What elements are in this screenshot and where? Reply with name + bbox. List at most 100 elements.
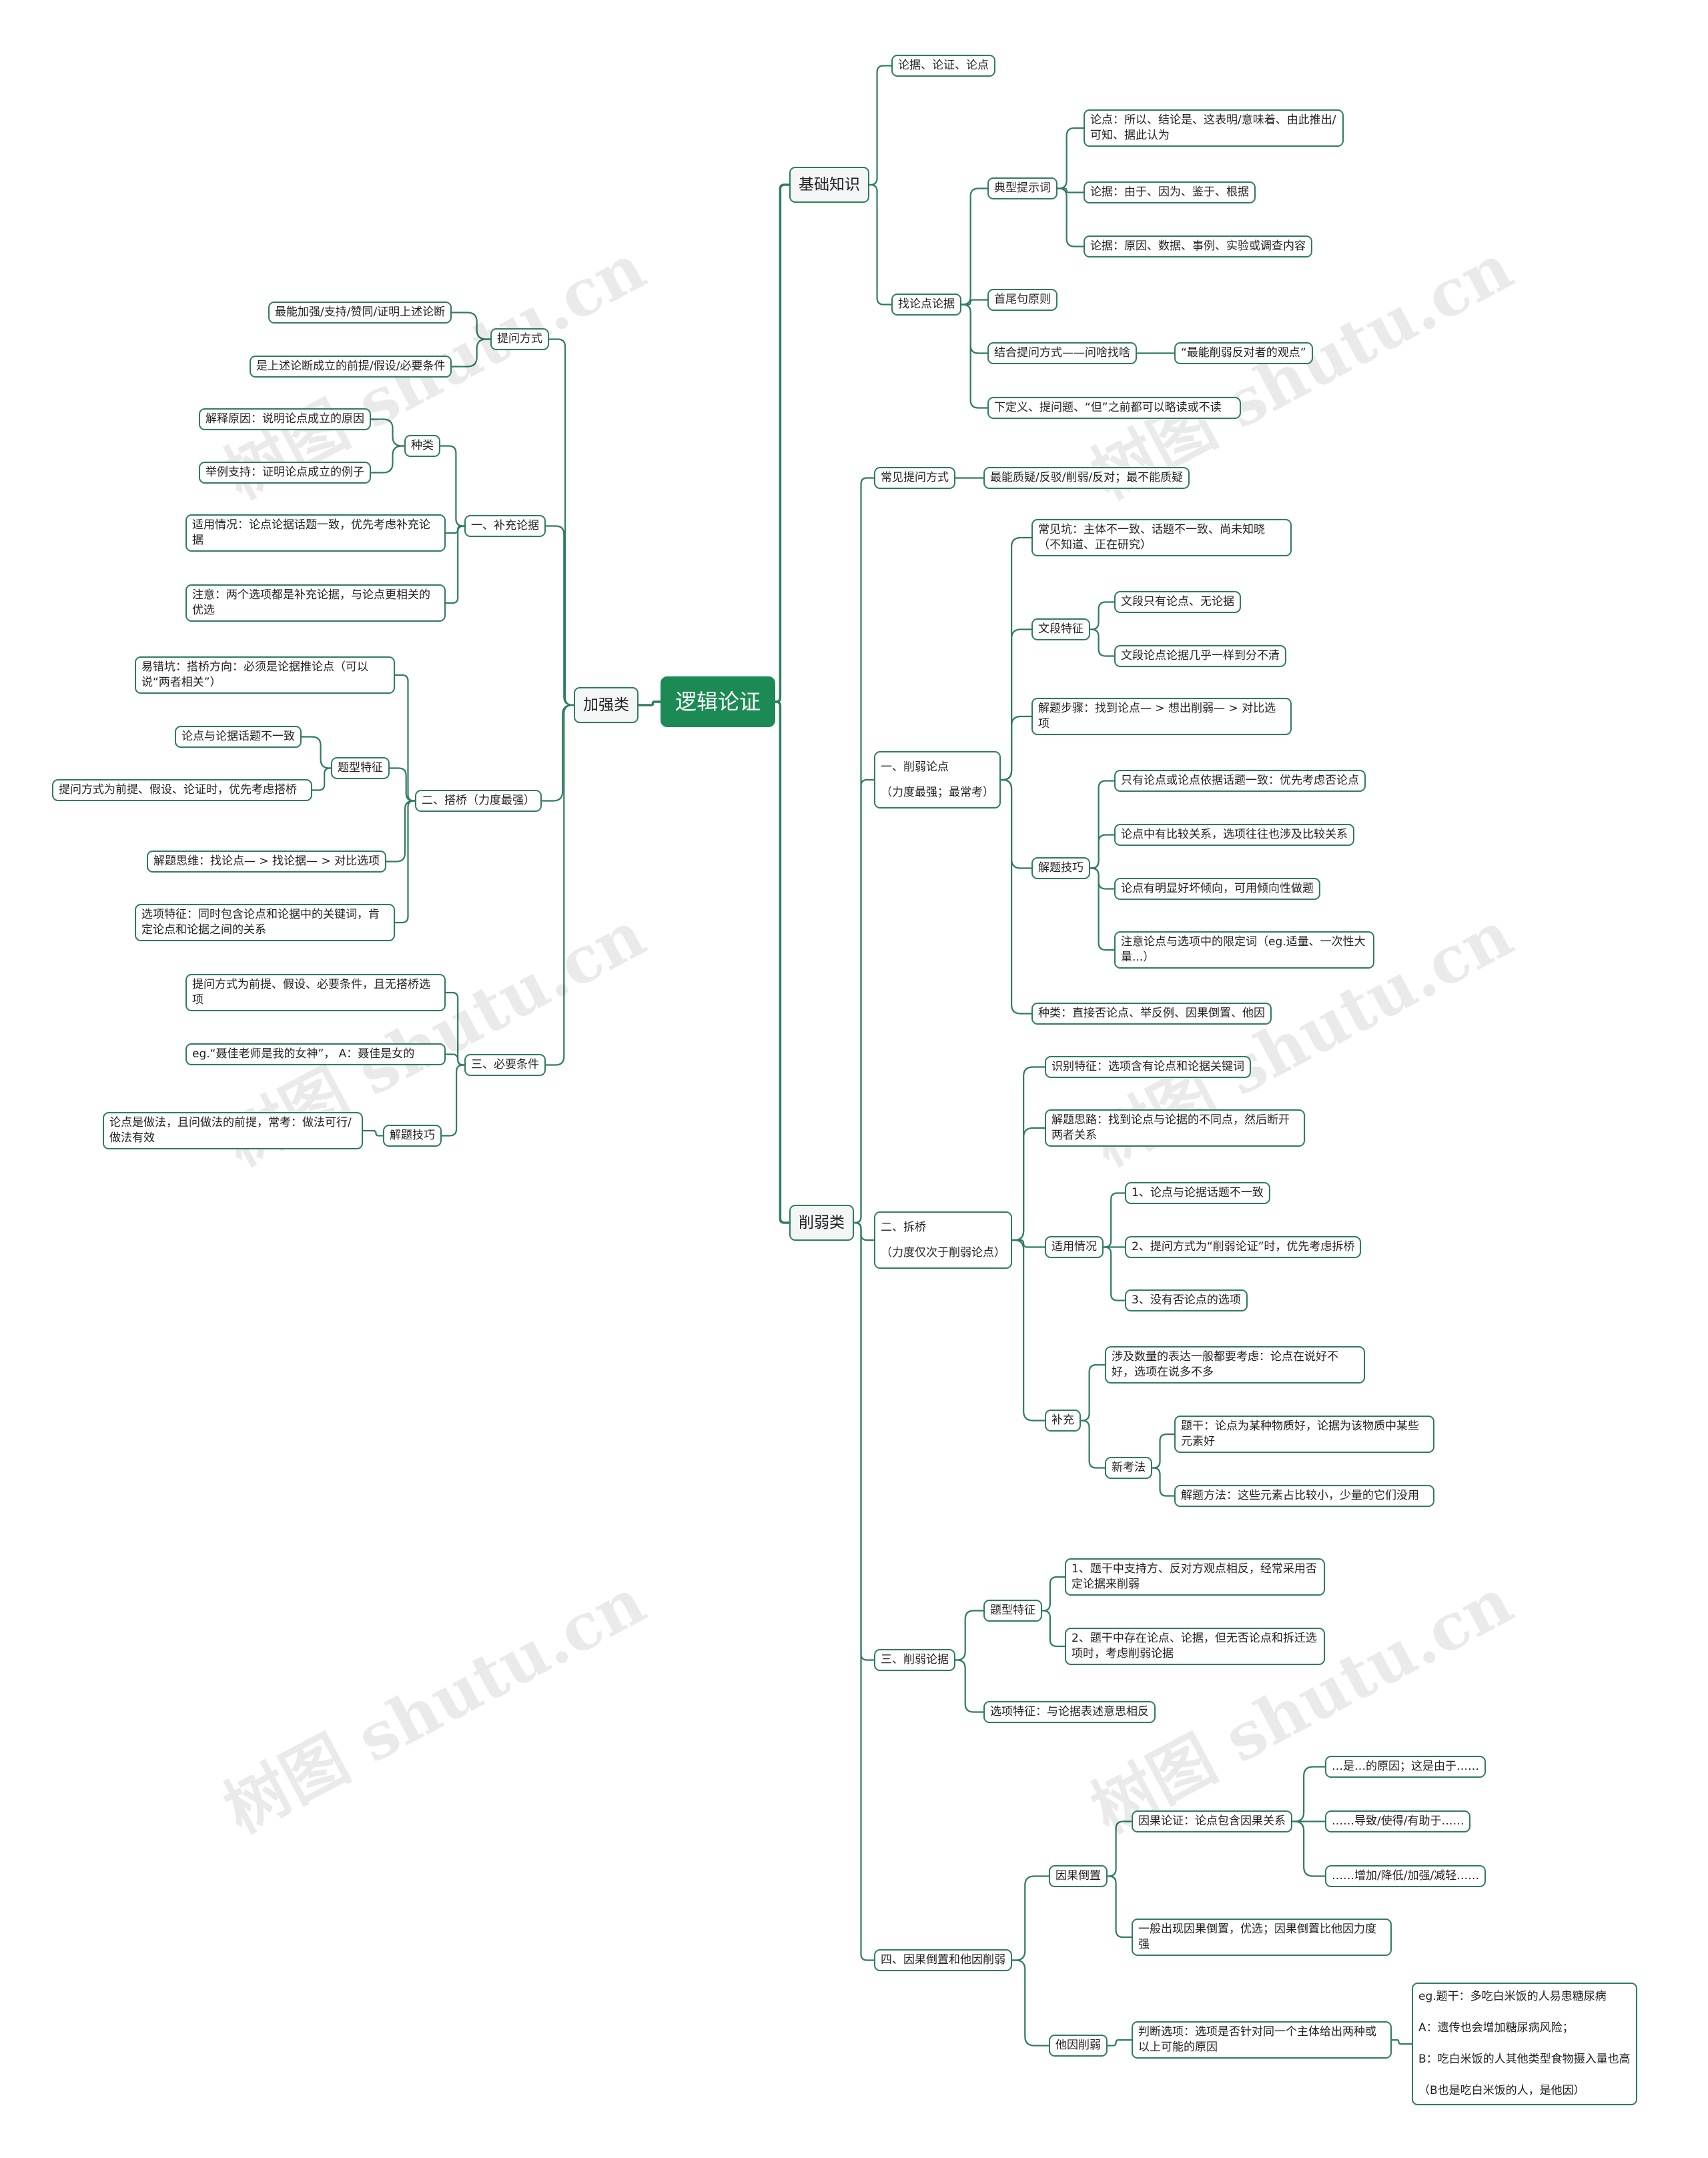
node-combine-question[interactable]: 结合提问方式——问啥找啥 (987, 342, 1137, 364)
connector-line (371, 445, 404, 474)
node-strengthen-question-1[interactable]: 最能加强/支持/赞同/证明上述论断 (268, 302, 452, 324)
node-applicable-cases[interactable]: 适用情况 (1045, 1236, 1104, 1258)
node-bridge-features[interactable]: 题型特征 (331, 757, 390, 779)
node-new-format-method[interactable]: 解题方法：这些元素占比较小，少量的它们没用 (1174, 1485, 1434, 1507)
node-other-cause-example[interactable]: eg.题干：多吃白米饭的人易患糖尿病 A：遗传也会增加糖尿病风险； B：吃白米饭… (1412, 1983, 1637, 2105)
connector-line (1392, 2039, 1412, 2045)
connector-line (390, 767, 415, 802)
node-solve-steps[interactable]: 解题步骤：找到论点— > 想出削弱— > 对比选项 (1031, 698, 1292, 735)
node-option-feature[interactable]: 选项特征：与论据表述意思相反 (983, 1701, 1156, 1723)
connector-line (854, 477, 874, 1224)
node-tip-2[interactable]: 论点中有比较关系，选项往往也涉及比较关系 (1114, 824, 1354, 846)
node-new-format-stem[interactable]: 题干：论点为某种物质好，论据为该物质中某些元素好 (1174, 1416, 1434, 1453)
node-case-1[interactable]: 1、论点与论据话题不一致 (1125, 1182, 1270, 1204)
node-new-format[interactable]: 新考法 (1105, 1457, 1152, 1479)
node-typical-keywords[interactable]: 典型提示词 (987, 177, 1057, 199)
topic-strengthen[interactable]: 加强类 (574, 687, 638, 723)
node-question-feature-1[interactable]: 1、题干中支持方、反对方观点相反，经常采用否定论据来削弱 (1065, 1558, 1325, 1596)
node-bridge-thinking[interactable]: 解题思维：找论点— > 找论据— > 对比选项 (147, 851, 387, 873)
node-question-feature-2[interactable]: 2、题干中存在论点、论据，但无否论点和拆迁选项时，考虑削弱论据 (1065, 1628, 1325, 1665)
node-case-3[interactable]: 3、没有否论点的选项 (1125, 1289, 1248, 1311)
node-question-example[interactable]: “最能削弱反对者的观点” (1174, 342, 1313, 364)
node-tip-3[interactable]: 论点有明显好坏倾向，可用倾向性做题 (1114, 878, 1320, 900)
topic-basic-knowledge[interactable]: 基础知识 (789, 167, 869, 203)
root-topic[interactable]: 逻辑论证 (661, 676, 776, 727)
connector-line (1090, 780, 1114, 869)
node-causal-pattern-1[interactable]: …是…的原因；这是由于…… (1325, 1756, 1486, 1778)
connector-line (638, 700, 661, 706)
connector-line (371, 418, 404, 447)
connector-line (1108, 1820, 1132, 1877)
node-passage-feature-2[interactable]: 文段论点论据几乎一样到分不清 (1114, 645, 1286, 667)
node-necessary-condition[interactable]: 三、必要条件 (464, 1054, 546, 1076)
node-strengthen-question-2[interactable]: 是上述论断成立的前提/假设/必要条件 (250, 356, 452, 378)
connector-line (546, 704, 574, 1066)
node-other-cause-judge[interactable]: 判断选项：选项是否针对同一个主体给出两种或以上可能的原因 (1132, 2021, 1392, 2059)
connector-line (542, 704, 574, 802)
node-bridge-feature-1[interactable]: 论点与论据话题不一致 (175, 726, 302, 748)
node-first-last-sentence[interactable]: 首尾句原则 (987, 289, 1057, 311)
node-common-questions[interactable]: 常见提问方式 (874, 467, 955, 489)
node-common-questions-detail[interactable]: 最能质疑/反驳/削弱/反对；最不能质疑 (983, 467, 1190, 489)
node-weaken-evidence[interactable]: 三、削弱论据 (874, 1649, 955, 1671)
connector-line (1057, 187, 1084, 193)
node-add-evidence-when[interactable]: 适用情况：论点论据话题一致，优先考虑补充论据 (185, 514, 446, 552)
node-necessary-example[interactable]: eg.“聂佳老师是我的女神”， A：聂佳是女的 (185, 1043, 446, 1065)
connector-line (446, 1053, 464, 1066)
node-passage-feature[interactable]: 文段特征 (1031, 618, 1090, 640)
connector-line (1152, 1433, 1174, 1469)
node-bridge-option-feature[interactable]: 选项特征：同时包含论点和论据中的关键词，肯定论点和论据之间的关系 (135, 904, 395, 941)
connector-line (854, 1221, 874, 1661)
node-causal-pattern-3[interactable]: ……增加/降低/加强/减轻…… (1325, 1865, 1486, 1887)
node-solve-idea[interactable]: 解题思路：找到论点与论据的不同点，然后断开两者关系 (1045, 1109, 1305, 1147)
node-other-cause[interactable]: 他因削弱 (1049, 2035, 1108, 2057)
node-necessary-tips[interactable]: 解题技巧 (383, 1125, 442, 1147)
node-lunju-lunzheng-lundian[interactable]: 论据、论证、论点 (891, 55, 995, 77)
node-causal-reversal[interactable]: 因果倒置 (1049, 1865, 1108, 1887)
node-break-bridge-sub: （力度仅次于削弱论点） (881, 1246, 1005, 1259)
node-strengthen-questions[interactable]: 提问方式 (490, 328, 549, 350)
node-find-argument[interactable]: 找论点论据 (891, 294, 961, 316)
connector-line (363, 1129, 383, 1137)
node-weaken-conclusion[interactable]: 一、削弱论点 （力度最强；最常考） (874, 751, 1001, 808)
node-tip-4[interactable]: 注意论点与选项中的限定词（eg.适量、一次性大量...） (1114, 931, 1374, 969)
node-build-bridge[interactable]: 二、搭桥（力度最强） (415, 790, 542, 812)
node-type-explain-reason[interactable]: 解释原因：说明论点成立的原因 (199, 408, 371, 430)
node-tip-1[interactable]: 只有论点或论点依据话题一致：优先考虑否论点 (1114, 770, 1366, 792)
node-reverse-cause[interactable]: 四、因果倒置和他因削弱 (874, 1949, 1012, 1971)
node-case-2[interactable]: 2、提问方式为“削弱论证”时，优先考虑拆桥 (1125, 1236, 1362, 1258)
connector-line (452, 312, 490, 340)
node-add-evidence-note[interactable]: 注意：两个选项都是补充论据，与论点更相关的优选 (185, 584, 446, 622)
node-weaken-types[interactable]: 种类：直接否论点、举反例、因果倒置、他因 (1031, 1003, 1272, 1025)
node-bridge-pitfall[interactable]: 易错坑：搭桥方向：必须是论据推论点（可以说“两者相关”） (135, 656, 395, 694)
node-skim-rule[interactable]: 下定义、提问题、“但”之前都可以略读或不读 (987, 397, 1241, 419)
connector-line (1042, 1610, 1065, 1648)
node-quantity-note[interactable]: 涉及数量的表达一般都要考虑：论点在说好不好，选项在说多不多 (1105, 1346, 1365, 1384)
node-passage-feature-1[interactable]: 文段只有论点、无论据 (1114, 591, 1241, 613)
node-add-evidence[interactable]: 一、补充论据 (464, 515, 546, 537)
connector-line (1090, 834, 1114, 869)
node-supplement[interactable]: 补充 (1045, 1410, 1081, 1432)
node-solve-tips[interactable]: 解题技巧 (1031, 857, 1090, 879)
node-keyword-premise[interactable]: 论据：由于、因为、鉴于、根据 (1084, 181, 1256, 203)
example-line: eg.题干：多吃白米饭的人易患糖尿病 (1418, 1990, 1607, 2003)
connector-line (1081, 1364, 1105, 1422)
node-keyword-evidence[interactable]: 论据：原因、数据、事例、实验或调查内容 (1084, 235, 1312, 257)
connector-line (1057, 187, 1084, 247)
node-question-features[interactable]: 题型特征 (983, 1600, 1042, 1622)
node-causal-pattern-2[interactable]: ……导致/使得/有助于…… (1325, 1810, 1471, 1832)
topic-weaken[interactable]: 削弱类 (789, 1205, 854, 1241)
node-add-evidence-types[interactable]: 种类 (404, 435, 440, 457)
node-keyword-conclusion[interactable]: 论点：所以、结论是、这表明/意味着、由此推出/可知、据此认为 (1084, 109, 1344, 147)
node-common-pitfall[interactable]: 常见坑：主体不一致、话题不一致、尚未知晓（不知道、正在研究） (1031, 519, 1292, 556)
node-identify-feature[interactable]: 识别特征：选项含有论点和论据关键词 (1045, 1056, 1251, 1078)
node-necessary-question[interactable]: 提问方式为前提、假设、必要条件，且无搭桥选项 (185, 974, 446, 1011)
node-break-bridge[interactable]: 二、拆桥 （力度仅次于削弱论点） (874, 1211, 1012, 1269)
node-bridge-feature-2[interactable]: 提问方式为前提、假设、论证时，优先考虑搭桥 (52, 779, 312, 801)
node-causal-argument[interactable]: 因果论证：论点包含因果关系 (1132, 1810, 1292, 1832)
node-causal-priority[interactable]: 一般出现因果倒置，优选；因果倒置比他因力度强 (1132, 1919, 1392, 1956)
node-necessary-tip-detail[interactable]: 论点是做法，且问做法的前提，常考：做法可行/做法有效 (103, 1112, 363, 1149)
node-type-example[interactable]: 举例支持：证明论点成立的例子 (199, 462, 371, 484)
connector-line (1001, 778, 1031, 1015)
connector-line (1001, 778, 1031, 869)
